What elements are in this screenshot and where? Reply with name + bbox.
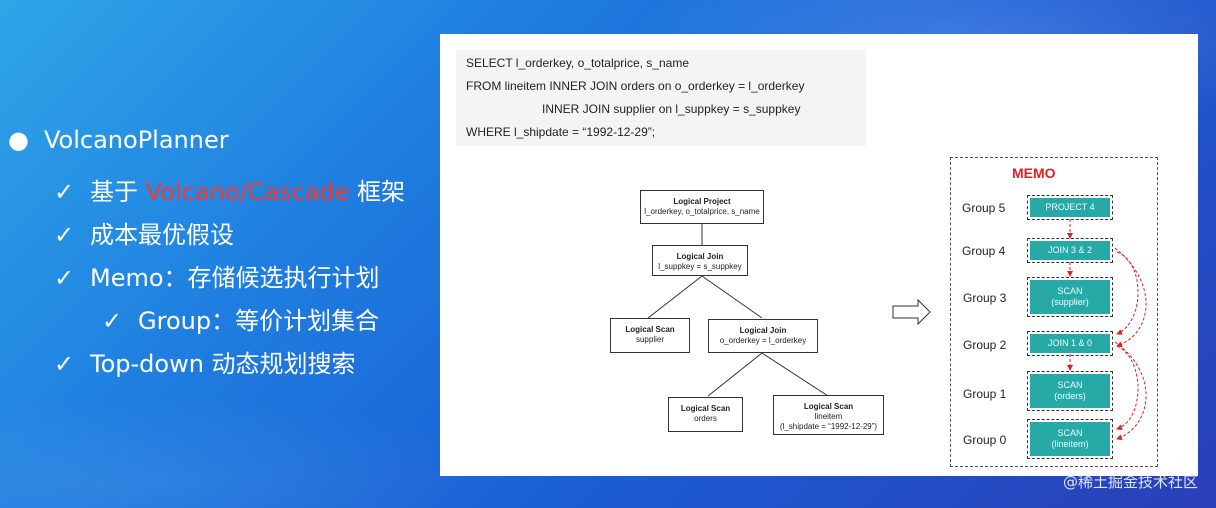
node-scan-supplier: Logical Scan supplier xyxy=(610,318,690,353)
bullet-group: ✓Group：等价计划集合 xyxy=(102,307,380,335)
tree-edge xyxy=(761,352,829,397)
bullet-cost-assumption: ✓成本最优假设 xyxy=(54,221,234,249)
group-label: Group 5 xyxy=(962,201,1006,215)
check-icon: ✓ xyxy=(102,307,123,335)
highlight-text: Volcano/Cascade xyxy=(145,178,350,206)
sql-code-block: SELECT l_orderkey, o_totalprice, s_name … xyxy=(456,50,866,146)
group-label: Group 4 xyxy=(962,244,1006,258)
diagram-edges xyxy=(647,219,1147,441)
memo-group-5: PROJECT 4 xyxy=(1027,195,1113,220)
watermark: @稀土掘金技术社区 xyxy=(1062,473,1198,491)
memo-group-3: SCAN(supplier) xyxy=(1027,277,1113,317)
group-label: Group 2 xyxy=(963,338,1007,352)
tree-edge xyxy=(701,275,763,319)
memo-container xyxy=(950,157,1158,467)
sql-line: SELECT l_orderkey, o_totalprice, s_name xyxy=(466,56,690,70)
check-icon: ✓ xyxy=(54,264,75,292)
node-scan-orders: Logical Scan orders xyxy=(668,397,743,432)
memo-arrow xyxy=(1116,251,1139,335)
memo-arrow xyxy=(1114,341,1147,441)
memo-group-4: JOIN 3 & 2 xyxy=(1027,238,1113,263)
tree-edge xyxy=(707,352,763,397)
hollow-right-arrow-icon xyxy=(892,298,931,326)
check-icon: ✓ xyxy=(54,178,75,206)
bullet-volcano-planner: ●VolcanoPlanner xyxy=(8,126,229,154)
tree-edge xyxy=(647,275,703,319)
memo-group-2: JOIN 1 & 0 xyxy=(1027,331,1113,356)
bullet-framework: ✓基于 Volcano/Cascade 框架 xyxy=(54,178,405,206)
memo-group-1: SCAN(orders) xyxy=(1027,371,1113,411)
bullet-list: ●VolcanoPlanner ✓基于 Volcano/Cascade 框架 ✓… xyxy=(0,0,440,508)
group-label: Group 3 xyxy=(963,291,1007,305)
group-label: Group 1 xyxy=(963,387,1007,401)
node-logical-join-top: Logical Join l_suppkey = s_suppkey xyxy=(652,245,748,276)
sql-line: INNER JOIN supplier on l_suppkey = s_sup… xyxy=(542,102,801,116)
node-logical-project: Logical Project l_orderkey, o_totalprice… xyxy=(640,190,764,224)
check-icon: ✓ xyxy=(54,350,75,378)
bullet-top-down: ✓Top-down 动态规划搜索 xyxy=(54,350,356,378)
check-icon: ✓ xyxy=(54,221,75,249)
bullet-memo: ✓Memo：存储候选执行计划 xyxy=(54,264,380,292)
sql-line: FROM lineitem INNER JOIN orders on o_ord… xyxy=(466,79,805,93)
memo-group-0: SCAN(lineitem) xyxy=(1027,419,1113,459)
sql-line: WHERE l_shipdate = “1992-12-29”; xyxy=(466,125,656,139)
node-scan-lineitem: Logical Scan lineitem (l_shipdate = “199… xyxy=(773,395,884,435)
memo-title: MEMO xyxy=(1012,165,1056,181)
diagram-panel: SELECT l_orderkey, o_totalprice, s_name … xyxy=(440,34,1198,476)
node-logical-join-mid: Logical Join o_orderkey = l_orderkey xyxy=(708,319,818,353)
group-label: Group 0 xyxy=(963,433,1007,447)
